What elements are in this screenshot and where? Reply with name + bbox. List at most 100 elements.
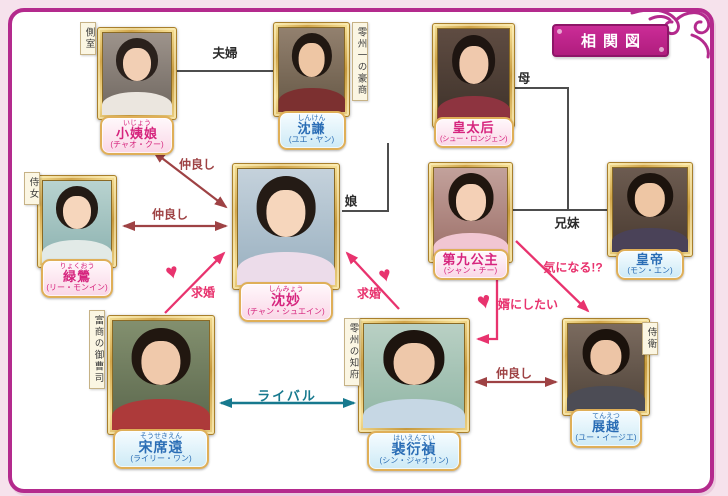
- name-plate: しんみょう 沈妙 (チャン・シュエイン): [239, 282, 333, 322]
- portrait-photo: [237, 168, 335, 285]
- gold-frame: [232, 163, 340, 290]
- gold-frame: [107, 315, 215, 435]
- name-furigana: はいえんてい: [393, 435, 435, 442]
- relation-fuufu-label: 夫婦: [212, 46, 238, 61]
- name-furigana: いじょう: [123, 120, 151, 127]
- gold-frame: [428, 162, 513, 263]
- relation-keimai-label: 兄妹: [554, 216, 580, 231]
- name-plate: しんけん 沈謙 (ユエ・ヤン): [277, 111, 346, 150]
- name-furigana: りょくおう: [59, 263, 95, 270]
- line-musume: [342, 143, 389, 212]
- person-romaji: (ユー・イージエ): [575, 433, 637, 443]
- name-furigana: そうせきえん: [140, 433, 182, 440]
- person-romaji: (チャン・シュエイン): [247, 307, 325, 317]
- line-haha: [515, 87, 569, 210]
- person-name: 第九公主: [442, 252, 499, 267]
- person-romaji: (リー・モンイン): [46, 283, 108, 293]
- person-name: 宋席遠: [138, 439, 184, 456]
- person-card-emperor: 皇帝 (モン・エン): [607, 162, 693, 281]
- gold-frame: [607, 162, 693, 257]
- person-romaji: (ライリー・ワン): [130, 454, 192, 464]
- portrait-face: [458, 46, 489, 85]
- portrait-face: [141, 340, 181, 385]
- portrait-face: [590, 339, 622, 375]
- role-tag-chifu: 零州の知府: [344, 318, 361, 386]
- gold-frame: [432, 23, 515, 128]
- person-name: 小姨娘: [115, 126, 158, 142]
- person-romaji: (シャン・チー): [443, 266, 498, 276]
- portrait-photo: [42, 180, 112, 263]
- person-name: 沈謙: [297, 121, 326, 137]
- person-card-empress-dowager: 皇太后 (シュー・ロンジェン): [432, 23, 515, 148]
- portrait-bust: [42, 239, 112, 263]
- person-card-zhanyue: てんえつ 展越 (ユー・イージエ): [562, 318, 650, 448]
- person-romaji: (チャオ・クー): [110, 140, 164, 150]
- arrow-kininaru: [515, 240, 590, 313]
- portrait-bust: [612, 228, 688, 252]
- name-plate: そうせきえん 宋席遠 (ライリー・ワン): [113, 429, 209, 469]
- portrait-bust: [278, 88, 345, 112]
- person-card-lvying: りょくおう 緑鶯 (リー・モンイン): [37, 175, 117, 298]
- arrow-muko: [476, 263, 499, 344]
- person-name: 皇帝: [635, 252, 664, 267]
- relation-muko-label: 婿にしたい: [497, 297, 559, 312]
- person-name: 沈妙: [271, 292, 301, 309]
- person-name: 皇太后: [452, 120, 495, 135]
- portrait-face: [266, 190, 306, 238]
- name-furigana: てんえつ: [592, 413, 620, 420]
- gold-frame: [358, 318, 470, 433]
- person-name: 裴衍禎: [391, 441, 437, 458]
- relation-nakayoshi-label-maid: 仲良し: [151, 207, 189, 222]
- portrait-face: [634, 183, 666, 218]
- portrait-bust: [102, 91, 172, 115]
- relation-haha-label: 母: [517, 71, 531, 86]
- person-romaji: (シン・ジャオリン): [379, 456, 449, 466]
- person-name: 緑鶯: [62, 269, 91, 285]
- person-romaji: (ユエ・ヤン): [288, 135, 335, 145]
- person-card-peiyanzhen: はいえんてい 裴衍禎 (シン・ジャオリン): [358, 318, 470, 471]
- portrait-photo: [278, 27, 345, 112]
- name-furigana: しんみょう: [268, 286, 304, 293]
- arrow-nakayoshi-aunt: [152, 150, 228, 209]
- portrait-face: [123, 47, 151, 81]
- portrait-face: [63, 195, 91, 229]
- portrait-photo: [363, 323, 465, 428]
- person-romaji: (モン・エン): [627, 266, 673, 276]
- portrait-face: [393, 342, 435, 385]
- name-furigana: しんけん: [297, 115, 326, 122]
- person-romaji: (シュー・ロンジェン): [440, 134, 508, 144]
- relation-nakayoshi-label-guard: 仲良し: [495, 366, 533, 381]
- relation-rival-label: ライバル: [257, 388, 317, 404]
- portrait-photo: [112, 320, 210, 430]
- portrait-bust: [237, 252, 335, 285]
- chart-title: 相関図: [552, 24, 669, 57]
- portrait-face: [455, 184, 486, 221]
- name-plate: はいえんてい 裴衍禎 (シン・ジャオリン): [367, 431, 461, 471]
- portrait-bust: [363, 398, 465, 428]
- role-tag-gosho: 零州一の豪商: [352, 22, 369, 101]
- portrait-face: [298, 43, 325, 78]
- portrait-photo: [437, 28, 510, 123]
- gold-frame: [97, 27, 177, 120]
- portrait-photo: [567, 323, 645, 411]
- person-card-shenqian: しんけん 沈謙 (ユエ・ヤン): [273, 22, 350, 150]
- role-tag-jijo: 侍女: [24, 172, 41, 205]
- name-plate: いじょう 小姨娘 (チャオ・クー): [100, 116, 174, 155]
- name-plate: 第九公主 (シャン・チー): [432, 249, 509, 281]
- relation-nakayoshi-label-aunt: 仲良し: [178, 157, 216, 172]
- relation-musume-label: 娘: [344, 194, 358, 209]
- name-plate: りょくおう 緑鶯 (リー・モンイン): [41, 259, 113, 298]
- name-plate: 皇太后 (シュー・ロンジェン): [433, 117, 514, 148]
- role-tag-jiei: 侍衛: [642, 322, 659, 355]
- name-plate: 皇帝 (モン・エン): [616, 249, 684, 281]
- person-card-xiaoyiniang: いじょう 小姨娘 (チャオ・クー): [97, 27, 177, 155]
- person-card-ninth-princess: 第九公主 (シャン・チー): [428, 162, 513, 281]
- person-card-shenmiao: しんみょう 沈妙 (チャン・シュエイン): [232, 163, 340, 322]
- arrow-kyuukon-left: [164, 251, 226, 314]
- portrait-photo: [612, 167, 688, 252]
- role-tag-onzoushi: 富商の御曹司: [89, 310, 106, 389]
- relation-kininaru-label: 気になる!?: [543, 260, 603, 275]
- portrait-photo: [102, 32, 172, 115]
